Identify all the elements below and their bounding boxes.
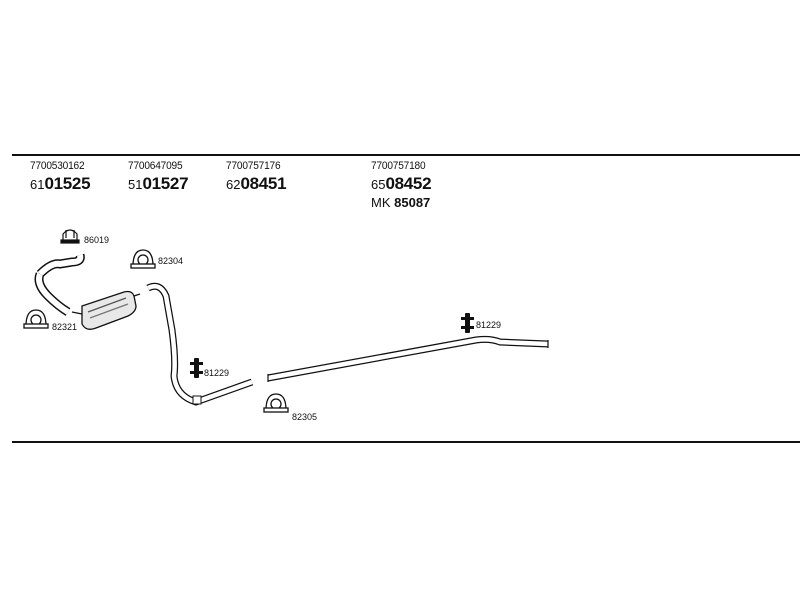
part-number-prefix: 61 bbox=[30, 177, 45, 192]
part-number: 6101525 bbox=[30, 174, 91, 194]
front-pipe bbox=[34, 253, 85, 316]
clamp-86019-icon bbox=[60, 229, 80, 244]
clamp-82321-icon bbox=[23, 309, 49, 329]
part-number: 5101527 bbox=[128, 174, 189, 194]
tail-pipe bbox=[267, 335, 549, 382]
part-number-main: 01525 bbox=[44, 174, 91, 193]
label-82305: 82305 bbox=[292, 412, 317, 422]
part-number: 6208451 bbox=[226, 174, 287, 194]
label-81229-left: 81229 bbox=[204, 368, 229, 378]
part-number-prefix: 62 bbox=[226, 177, 241, 192]
oem-number: 7700757180 bbox=[371, 160, 426, 172]
part-number-main: 01527 bbox=[142, 174, 189, 193]
clamp-82304-icon bbox=[130, 249, 156, 269]
front-silencer bbox=[71, 290, 141, 330]
oem-number: 7700647095 bbox=[128, 160, 183, 172]
label-81229-right: 81229 bbox=[476, 320, 501, 330]
rubber-hanger-81229-right-icon bbox=[461, 313, 474, 333]
kit-number: MK 85087 bbox=[371, 195, 431, 210]
kit-main: 85087 bbox=[394, 195, 431, 210]
kit-prefix: MK bbox=[371, 195, 391, 210]
rubber-hanger-81229-icon bbox=[190, 358, 203, 378]
part-reference-2: 7700647095 5101527 bbox=[128, 160, 189, 194]
oem-number: 7700757176 bbox=[226, 160, 281, 172]
part-number-prefix: 65 bbox=[371, 177, 386, 192]
part-number-prefix: 51 bbox=[128, 177, 143, 192]
part-reference-3: 7700757176 6208451 bbox=[226, 160, 287, 194]
part-reference-1: 7700530162 6101525 bbox=[30, 160, 91, 194]
part-number-main: 08451 bbox=[240, 174, 287, 193]
label-82304: 82304 bbox=[158, 256, 183, 266]
label-86019: 86019 bbox=[84, 235, 109, 245]
bottom-separator bbox=[12, 441, 800, 443]
part-number-main: 08452 bbox=[385, 174, 432, 193]
clamp-82305-icon bbox=[263, 393, 289, 413]
label-82321: 82321 bbox=[52, 322, 77, 332]
part-reference-4: 7700757180 6508452 MK 85087 bbox=[371, 160, 432, 210]
oem-number: 7700530162 bbox=[30, 160, 85, 172]
top-separator bbox=[12, 154, 800, 156]
intermediate-pipe bbox=[146, 282, 254, 406]
part-number: 6508452 bbox=[371, 174, 432, 194]
